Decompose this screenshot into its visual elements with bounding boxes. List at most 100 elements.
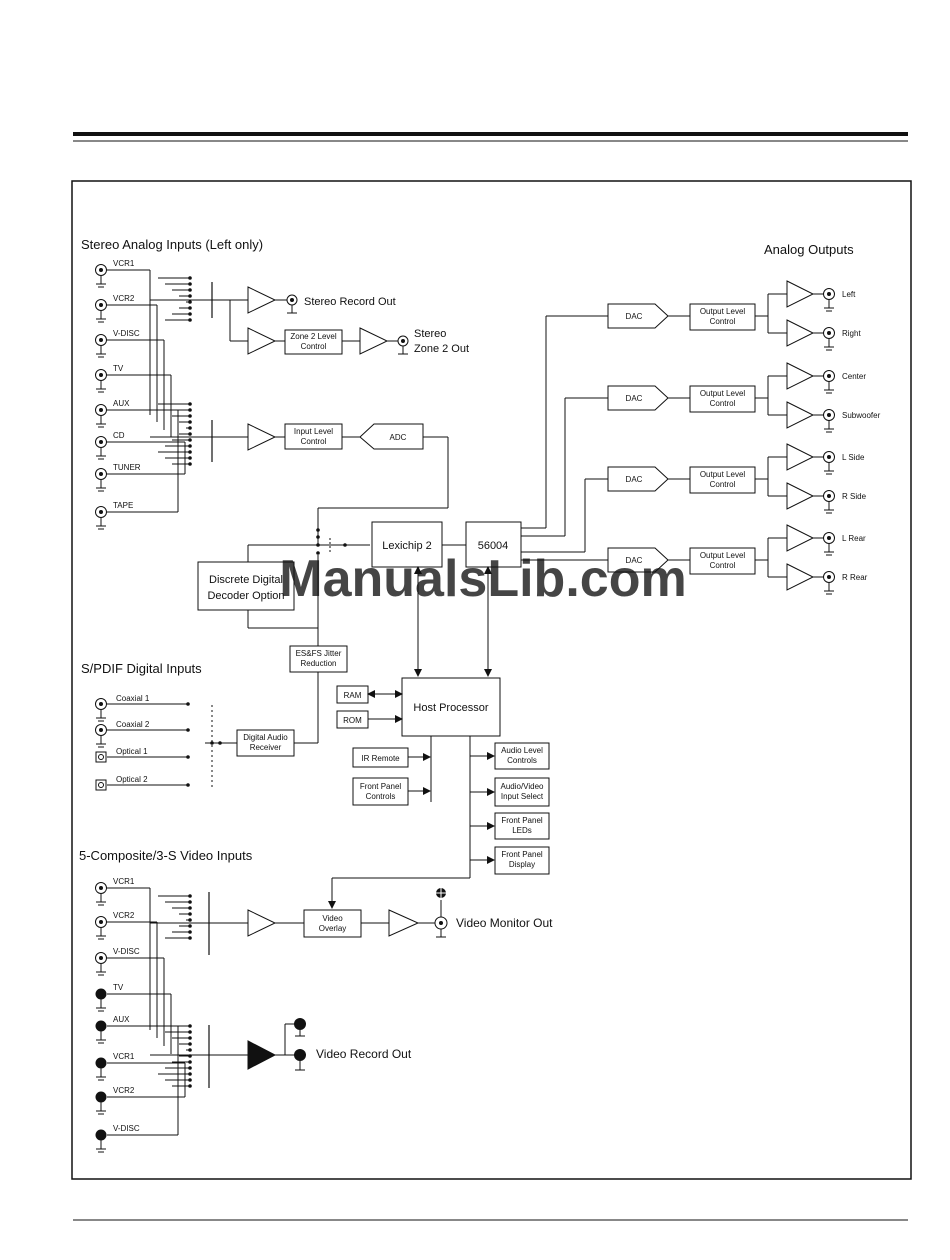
adc-path bbox=[212, 423, 449, 545]
front-panel-display-1: Front Panel bbox=[501, 850, 543, 859]
jitter-label-1: ES&FS Jitter bbox=[296, 649, 342, 658]
output-level-label: Control bbox=[710, 399, 736, 408]
video-jack-5 bbox=[95, 1057, 107, 1081]
video-monitor-jack bbox=[434, 888, 448, 930]
spdif-input-label: Optical 2 bbox=[116, 775, 148, 784]
record-out-label: Stereo Record Out bbox=[304, 296, 396, 308]
video-monitor-label: Video Monitor Out bbox=[456, 916, 553, 930]
analog-jack-1 bbox=[95, 299, 107, 323]
output-jack bbox=[823, 532, 835, 556]
video-input-label: VCR1 bbox=[113, 877, 135, 886]
spdif-jack-2 bbox=[95, 751, 107, 763]
dsp-dac-routes bbox=[521, 315, 608, 561]
analog-jack-5 bbox=[95, 436, 107, 460]
output-label: Center bbox=[842, 372, 866, 381]
zone2-out-jack bbox=[397, 335, 409, 355]
analog-input-label: TAPE bbox=[113, 501, 133, 510]
spdif-input-label: Optical 1 bbox=[116, 747, 148, 756]
output-label: L Side bbox=[842, 453, 865, 462]
analog-input-label: TV bbox=[113, 364, 124, 373]
video-input-label: TV bbox=[113, 983, 124, 992]
output-level-label: Output Level bbox=[700, 307, 746, 316]
spdif-jack-3 bbox=[95, 779, 107, 791]
output-level-label: Output Level bbox=[700, 551, 746, 560]
output-jack bbox=[823, 409, 835, 433]
analog-jack-3 bbox=[95, 369, 107, 393]
analog-input-label: TUNER bbox=[113, 463, 141, 472]
host-label: Host Processor bbox=[413, 702, 489, 714]
spdif-input-label: Coaxial 2 bbox=[116, 720, 150, 729]
analog-input-label: VCR2 bbox=[113, 294, 135, 303]
output-jack bbox=[823, 451, 835, 475]
spdif-path bbox=[205, 628, 348, 788]
output-jack bbox=[823, 327, 835, 351]
analog-input-label: CD bbox=[113, 431, 125, 440]
output-jack bbox=[823, 490, 835, 514]
video-jack-4 bbox=[95, 1020, 107, 1044]
ir-remote-label: IR Remote bbox=[361, 754, 400, 763]
video-jack-7 bbox=[95, 1129, 107, 1153]
jitter-label-2: Reduction bbox=[300, 659, 336, 668]
heading-analog-outputs: Analog Outputs bbox=[764, 242, 854, 257]
dac-label: DAC bbox=[626, 475, 643, 484]
audio-level-controls-2: Controls bbox=[507, 756, 537, 765]
output-level-label: Control bbox=[710, 561, 736, 570]
input-level-label-2: Control bbox=[301, 437, 327, 446]
decoder-label-1: Discrete Digital bbox=[209, 574, 283, 586]
video-jack-2 bbox=[95, 952, 107, 976]
video-jack-3 bbox=[95, 988, 107, 1012]
audio-video-select-1: Audio/Video bbox=[501, 782, 545, 791]
video-input-label: VCR2 bbox=[113, 911, 135, 920]
zone2-out-label-1: Stereo bbox=[414, 328, 446, 340]
front-panel-leds-2: LEDs bbox=[512, 826, 532, 835]
diagram-frame bbox=[71, 180, 912, 1180]
video-record-path bbox=[209, 1023, 305, 1071]
video-input-label: V-DISC bbox=[113, 1124, 140, 1133]
front-panel-display-2: Display bbox=[509, 860, 535, 869]
record-out-jack bbox=[286, 294, 298, 314]
dac-label: DAC bbox=[626, 312, 643, 321]
ram-label: RAM bbox=[344, 691, 362, 700]
output-level-label: Output Level bbox=[700, 470, 746, 479]
rom-label: ROM bbox=[343, 716, 362, 725]
output-label: R Side bbox=[842, 492, 867, 501]
video-record-label: Video Record Out bbox=[316, 1047, 412, 1061]
spdif-jack-0 bbox=[95, 698, 107, 722]
heading-analog-inputs: Stereo Analog Inputs (Left only) bbox=[81, 237, 263, 252]
core-dots bbox=[316, 528, 347, 555]
output-level-label: Output Level bbox=[700, 389, 746, 398]
output-label: Right bbox=[842, 329, 861, 338]
watermark: ManualsLib.com bbox=[279, 550, 686, 608]
video-input-label: VCR1 bbox=[113, 1052, 135, 1061]
header-rule-thick bbox=[73, 132, 908, 136]
analog-input-label: AUX bbox=[113, 399, 130, 408]
output-level-label: Control bbox=[710, 317, 736, 326]
input-level-label-1: Input Level bbox=[294, 427, 333, 436]
video-bus bbox=[149, 888, 209, 1135]
digital-receiver-2: Receiver bbox=[250, 743, 282, 752]
zone2-level-label-2: Control bbox=[301, 342, 327, 351]
output-label: L Rear bbox=[842, 534, 866, 543]
dac-label: DAC bbox=[626, 556, 643, 565]
output-label: Left bbox=[842, 290, 856, 299]
output-jack bbox=[823, 571, 835, 595]
output-jack bbox=[823, 370, 835, 394]
video-overlay-1: Video bbox=[322, 914, 343, 923]
analog-jack-7 bbox=[95, 506, 107, 530]
analog-jack-0 bbox=[95, 264, 107, 288]
lexichip-label: Lexichip 2 bbox=[382, 540, 432, 552]
output-jack bbox=[823, 288, 835, 312]
spdif-jack-1 bbox=[95, 724, 107, 748]
analog-jack-4 bbox=[95, 404, 107, 428]
output-label: Subwoofer bbox=[842, 411, 881, 420]
zone2-level-label-1: Zone 2 Level bbox=[290, 332, 336, 341]
record-zone2-path bbox=[212, 286, 398, 355]
video-jack-1 bbox=[95, 916, 107, 940]
video-input-label: AUX bbox=[113, 1015, 130, 1024]
